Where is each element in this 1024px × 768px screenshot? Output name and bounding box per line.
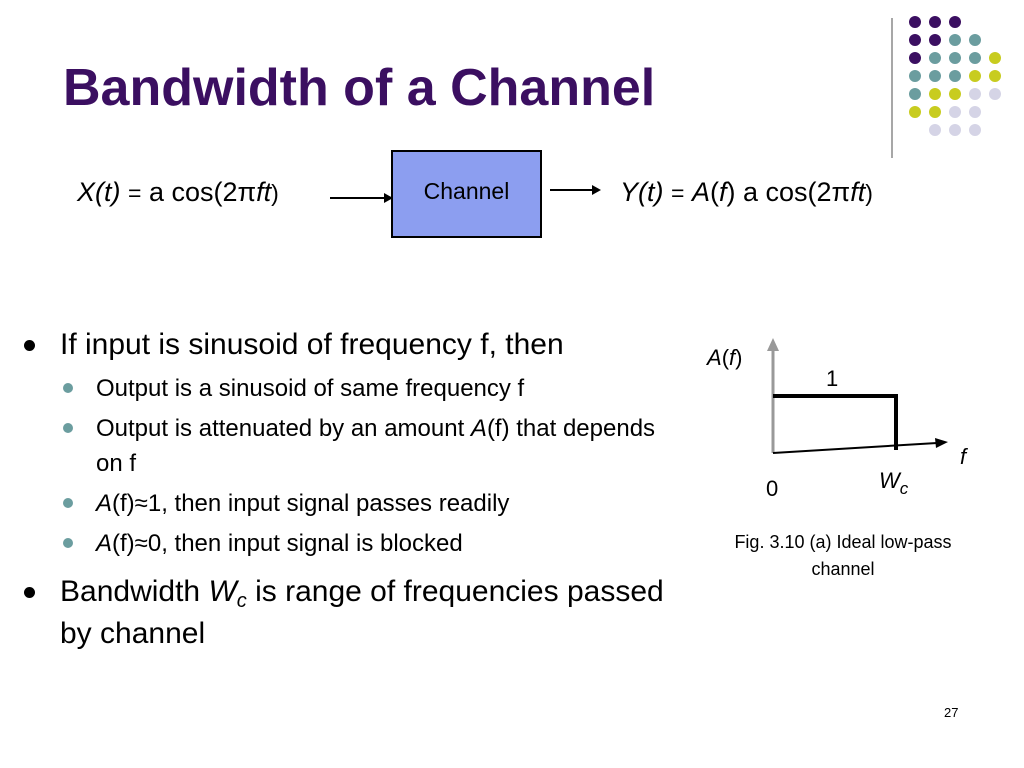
output-pi: π bbox=[831, 177, 851, 207]
slide-title: Bandwidth of a Channel bbox=[63, 59, 656, 117]
output-var: Y(t) bbox=[620, 177, 664, 207]
input-var: X(t) bbox=[77, 177, 121, 207]
output-open: ( bbox=[709, 177, 719, 207]
sub-bullet-text: Output is a sinusoid of same frequency f bbox=[96, 375, 525, 402]
input-pi: π bbox=[237, 177, 257, 207]
bullet-item: If input is sinusoid of frequency f, the… bbox=[20, 324, 680, 366]
output-close: ) bbox=[865, 180, 873, 206]
bullet-text: is range of frequencies passed by channe… bbox=[60, 575, 664, 650]
lowpass-graph: A(f) 1 0 Wc f bbox=[705, 335, 985, 515]
input-ft: ft bbox=[256, 177, 272, 207]
page-number: 27 bbox=[944, 705, 959, 720]
input-expr: a cos(2 bbox=[148, 177, 238, 207]
x-axis bbox=[772, 442, 938, 454]
channel-label: Channel bbox=[423, 178, 510, 204]
sub-bullet-item: Output is attenuated by an amount A(f) t… bbox=[20, 411, 680, 481]
y-axis-arrowhead bbox=[767, 338, 779, 351]
graph-cutoff-label: Wc bbox=[879, 468, 908, 497]
graph-y-A: A bbox=[707, 345, 722, 370]
bullet-list: If input is sinusoid of frequency f, the… bbox=[20, 324, 680, 655]
output-f: f bbox=[718, 177, 727, 207]
graph-y-f: f bbox=[729, 345, 736, 370]
graph-axes bbox=[767, 338, 948, 454]
bullet-text: Bandwidth bbox=[60, 575, 209, 608]
graph-x-label: f bbox=[960, 444, 966, 470]
output-close-paren: ) bbox=[726, 177, 736, 207]
sub-bullet-text: Output is attenuated by an amount bbox=[96, 415, 471, 442]
bullet-text: If input is sinusoid of frequency f, the… bbox=[60, 328, 564, 361]
bullet-marker bbox=[24, 587, 35, 598]
graph-y-label: A(f) bbox=[707, 345, 742, 371]
sub-bullet-text: (f)≈1, then input signal passes readily bbox=[112, 490, 510, 517]
output-expr: a cos(2 bbox=[735, 177, 832, 207]
bandwidth-subscript: c bbox=[236, 590, 247, 612]
graph-cutoff-sub: c bbox=[899, 479, 909, 498]
sub-bullet-marker bbox=[63, 538, 73, 548]
sub-bullet-symbol: A bbox=[470, 415, 487, 442]
output-equation: Y(t) = A(f) a cos(2πft) bbox=[620, 177, 873, 208]
channel-block: Channel bbox=[391, 150, 542, 238]
graph-y-open: ( bbox=[721, 345, 730, 370]
bullet-item: Bandwidth Wc is range of frequencies pas… bbox=[20, 571, 680, 655]
graph-origin-label: 0 bbox=[766, 476, 779, 501]
input-equation: X(t) = a cos(2πft) bbox=[77, 177, 279, 208]
sub-bullet-item: A(f)≈1, then input signal passes readily bbox=[20, 486, 680, 521]
figure-caption: Fig. 3.10 (a) Ideal low-pass channel bbox=[734, 532, 952, 579]
graph-cutoff-W: W bbox=[879, 468, 900, 493]
output-arrow bbox=[550, 185, 601, 195]
graph-y-close: ) bbox=[735, 345, 743, 370]
output-A: A bbox=[691, 177, 710, 207]
sub-bullet-text: (f) that depends on f bbox=[96, 415, 656, 477]
decorative-dot-grid bbox=[909, 16, 1001, 136]
sub-bullet-marker bbox=[63, 423, 73, 433]
sub-bullet-text: (f)≈0, then input signal is blocked bbox=[112, 530, 463, 557]
input-close: ) bbox=[271, 180, 279, 206]
graph-level-label: 1 bbox=[826, 366, 839, 391]
bullet-marker bbox=[24, 340, 35, 351]
decorative-divider bbox=[891, 18, 893, 158]
output-ft: ft bbox=[850, 177, 866, 207]
x-axis-arrowhead bbox=[935, 438, 948, 448]
sub-bullet-marker bbox=[63, 498, 73, 508]
input-arrow bbox=[330, 193, 393, 203]
sub-bullet-marker bbox=[63, 383, 73, 393]
output-equals: = bbox=[671, 180, 685, 206]
bandwidth-symbol: W bbox=[208, 575, 237, 608]
sub-bullet-item: Output is a sinusoid of same frequency f bbox=[20, 371, 680, 406]
sub-bullet-symbol: A bbox=[96, 490, 113, 517]
input-equals: = bbox=[128, 180, 142, 206]
sub-bullet-item: A(f)≈0, then input signal is blocked bbox=[20, 526, 680, 561]
graph-x-f: f bbox=[960, 444, 967, 469]
sub-bullet-symbol: A bbox=[96, 530, 113, 557]
